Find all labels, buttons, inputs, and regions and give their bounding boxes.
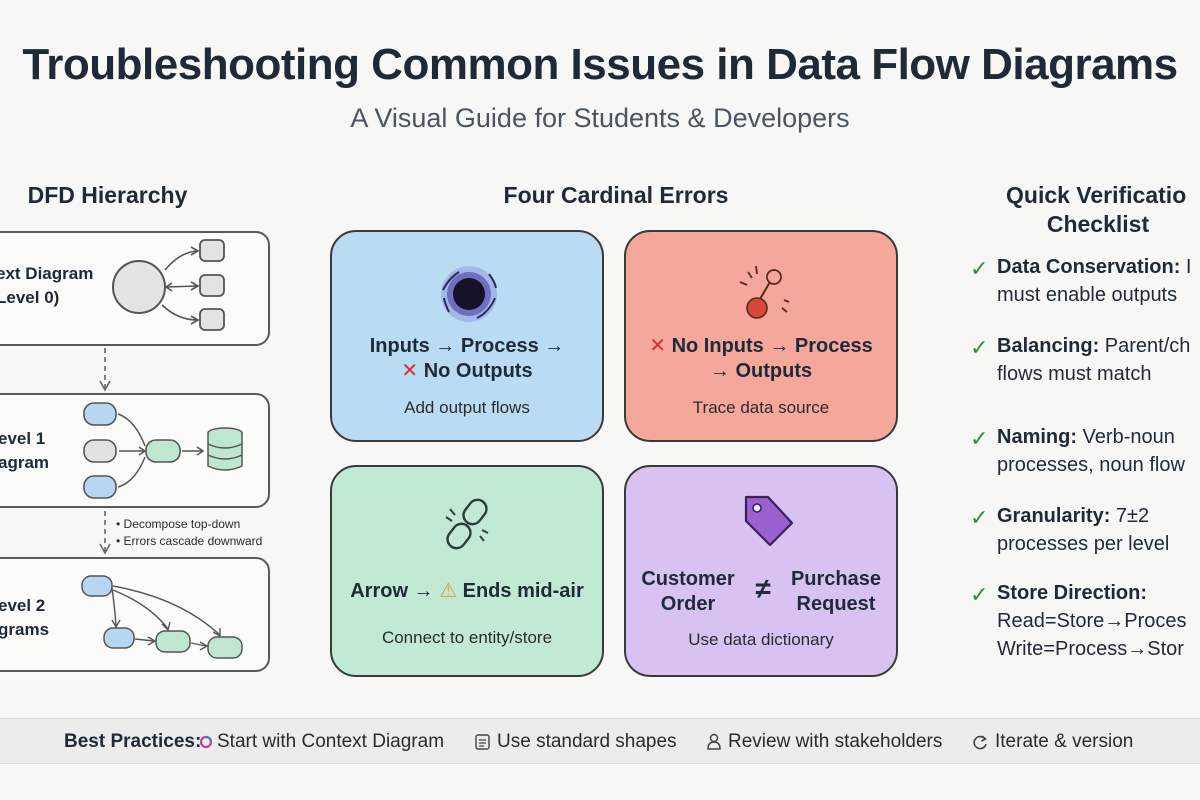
- best-practices-bar: Best Practices: Start with Context Diagr…: [0, 718, 1200, 764]
- level-2-diagram-icon: [81, 575, 243, 659]
- x-mark-icon: ✕: [649, 335, 667, 357]
- level-1-diagram-icon: [83, 402, 243, 499]
- warning-icon: ⚠: [439, 580, 458, 602]
- tag-icon: [744, 495, 794, 547]
- naming-right-line1: Purchase: [790, 568, 882, 590]
- naming-left-line2: Order: [660, 593, 716, 615]
- hierarchy-heading: DFD Hierarchy: [27, 182, 188, 208]
- not-equal-icon: ≠: [755, 573, 771, 604]
- x-mark-icon: ✕: [401, 360, 419, 382]
- people-icon: [707, 733, 721, 750]
- level-1-label-line2: agram: [0, 453, 50, 472]
- black-hole-line2: ✕ No Outputs: [401, 360, 533, 382]
- best-practice-context-diagram: Start with Context Diagram: [217, 731, 445, 752]
- checkmark-icon: ✓: [970, 582, 989, 607]
- checkmark-icon: ✓: [970, 256, 989, 281]
- miracle-line1: ✕ No Inputs → Process: [649, 335, 873, 357]
- hierarchy-note-2: • Errors cascade downward: [116, 534, 263, 548]
- hierarchy-connector-1: [99, 348, 111, 392]
- checkmark-icon: ✓: [970, 335, 989, 360]
- naming-fix: Use data dictionary: [688, 630, 834, 649]
- black-hole-fix: Add output flows: [404, 398, 530, 417]
- miracle-fix: Trace data source: [692, 398, 830, 417]
- checkmark-icon: ✓: [970, 505, 989, 530]
- best-practices-label: Best Practices:: [64, 731, 202, 752]
- level-2-label-line2: grams: [0, 620, 50, 639]
- level-2-label-line1: evel 2: [0, 596, 46, 615]
- black-hole-line1: Inputs → Process →: [369, 335, 565, 357]
- page-subtitle: A Visual Guide for Students & Developers: [350, 103, 850, 133]
- level-1-label-line1: evel 1: [0, 429, 46, 448]
- level-0-label-line1: ext Diagram: [0, 264, 94, 283]
- checklist-heading-line1: Quick Verificatio: [1006, 182, 1187, 208]
- checkmark-icon: ✓: [970, 426, 989, 451]
- naming-left-line1: Customer: [641, 568, 735, 590]
- broken-link-icon: [445, 498, 489, 550]
- miracle-line2: → Outputs: [709, 360, 813, 382]
- black-hole-icon: [441, 266, 497, 322]
- context-diagram-icon: [112, 239, 225, 331]
- level-0-label-line2: Level 0): [0, 288, 60, 307]
- best-practice-standard-shapes: Use standard shapes: [497, 731, 677, 752]
- hierarchy-note-1: • Decompose top-down: [116, 517, 241, 531]
- document-icon: [475, 734, 490, 750]
- hierarchy-connector-2: [99, 511, 111, 555]
- dangling-arrow-fix: Connect to entity/store: [381, 628, 553, 647]
- checklist-heading-line2: Checklist: [1046, 211, 1150, 237]
- best-practice-iterate: Iterate & version: [995, 731, 1134, 752]
- naming-right-line2: Request: [796, 593, 876, 615]
- best-practice-stakeholders: Review with stakeholders: [728, 731, 943, 752]
- error-card-naming-mismatch: Customer Order ≠ Purchase Request Use da…: [624, 465, 898, 677]
- miracle-spark-icon: [739, 265, 790, 319]
- dangling-arrow-line1: Arrow → ⚠ Ends mid-air: [350, 580, 584, 602]
- cycle-circle-icon: [199, 735, 213, 749]
- error-card-black-hole: Inputs → Process → ✕ No Outputs Add outp…: [330, 230, 604, 442]
- error-card-miracle: ✕ No Inputs → Process → Outputs Trace da…: [624, 230, 898, 442]
- iterate-icon: [973, 735, 987, 750]
- errors-heading: Four Cardinal Errors: [503, 182, 729, 208]
- error-card-dangling-arrow: Arrow → ⚠ Ends mid-air Connect to entity…: [330, 465, 604, 677]
- page-title: Troubleshooting Common Issues in Data Fl…: [22, 40, 1178, 89]
